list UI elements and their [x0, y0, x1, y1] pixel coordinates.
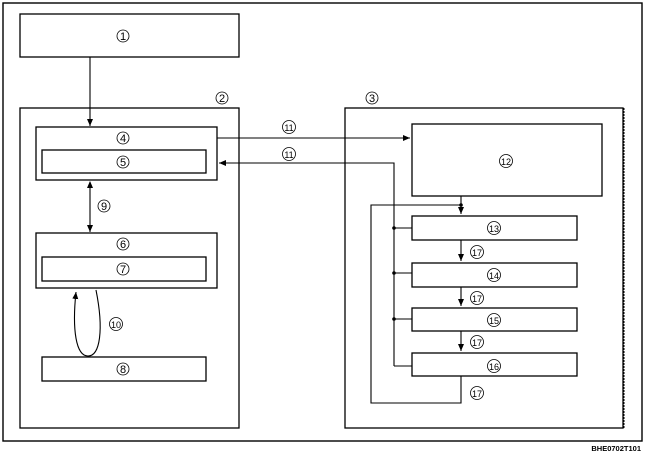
callout-4: 4 — [116, 131, 130, 145]
svg-text:4: 4 — [120, 133, 126, 145]
svg-text:7: 7 — [120, 264, 126, 276]
svg-text:3: 3 — [369, 93, 375, 105]
callout-6: 6 — [116, 237, 130, 251]
box-7 — [41, 256, 207, 282]
svg-text:6: 6 — [120, 239, 126, 251]
junction-15 — [392, 317, 396, 321]
callout-5: 5 — [116, 155, 130, 169]
loop-arrow-10 — [72, 289, 101, 357]
svg-text:1: 1 — [120, 31, 126, 43]
box-5 — [41, 149, 207, 174]
callout-17-b: 17 — [470, 291, 484, 305]
box-12 — [411, 123, 603, 197]
callout-9: 9 — [97, 199, 111, 213]
svg-text:11: 11 — [284, 123, 293, 133]
outer-frame — [2, 2, 643, 442]
callout-1: 1 — [116, 29, 130, 43]
callout-7: 7 — [116, 262, 130, 276]
junction-13 — [392, 226, 396, 230]
figure-code: BHE0702T101 — [591, 444, 641, 453]
svg-text:9: 9 — [101, 201, 107, 213]
callout-11-upper: 11 — [282, 120, 296, 134]
callout-8: 8 — [116, 362, 130, 376]
callout-3: 3 — [365, 91, 379, 105]
callout-12: 12 — [499, 154, 513, 168]
svg-text:17: 17 — [472, 294, 482, 304]
callout-14: 14 — [487, 268, 501, 282]
svg-text:8: 8 — [120, 364, 126, 376]
callout-16: 16 — [487, 359, 501, 373]
svg-text:11: 11 — [284, 150, 293, 160]
callout-2: 2 — [215, 91, 229, 105]
callout-13: 13 — [487, 221, 501, 235]
svg-text:17: 17 — [472, 248, 482, 258]
box-1 — [19, 13, 240, 58]
svg-text:2: 2 — [219, 93, 225, 105]
box-14 — [411, 262, 578, 288]
svg-text:17: 17 — [472, 389, 482, 399]
callout-17-a: 17 — [470, 245, 484, 259]
callout-17-d: 17 — [470, 386, 484, 400]
box-13 — [411, 215, 578, 241]
svg-text:10: 10 — [111, 320, 121, 330]
svg-text:13: 13 — [489, 224, 499, 234]
loop-16-to-13 — [370, 204, 462, 404]
svg-text:17: 17 — [472, 338, 482, 348]
callout-11-lower: 11 — [282, 147, 296, 161]
svg-text:14: 14 — [489, 271, 499, 281]
arrow-return-to-4 — [219, 160, 395, 366]
svg-text:15: 15 — [489, 316, 499, 326]
svg-text:5: 5 — [120, 157, 126, 169]
box-8 — [41, 356, 207, 382]
svg-text:16: 16 — [489, 362, 499, 372]
svg-text:12: 12 — [501, 157, 511, 167]
junction-14 — [392, 271, 396, 275]
callout-10: 10 — [109, 317, 123, 331]
callout-17-c: 17 — [470, 335, 484, 349]
box-16 — [411, 352, 578, 377]
junction-loop — [459, 203, 463, 207]
callout-15: 15 — [487, 313, 501, 327]
